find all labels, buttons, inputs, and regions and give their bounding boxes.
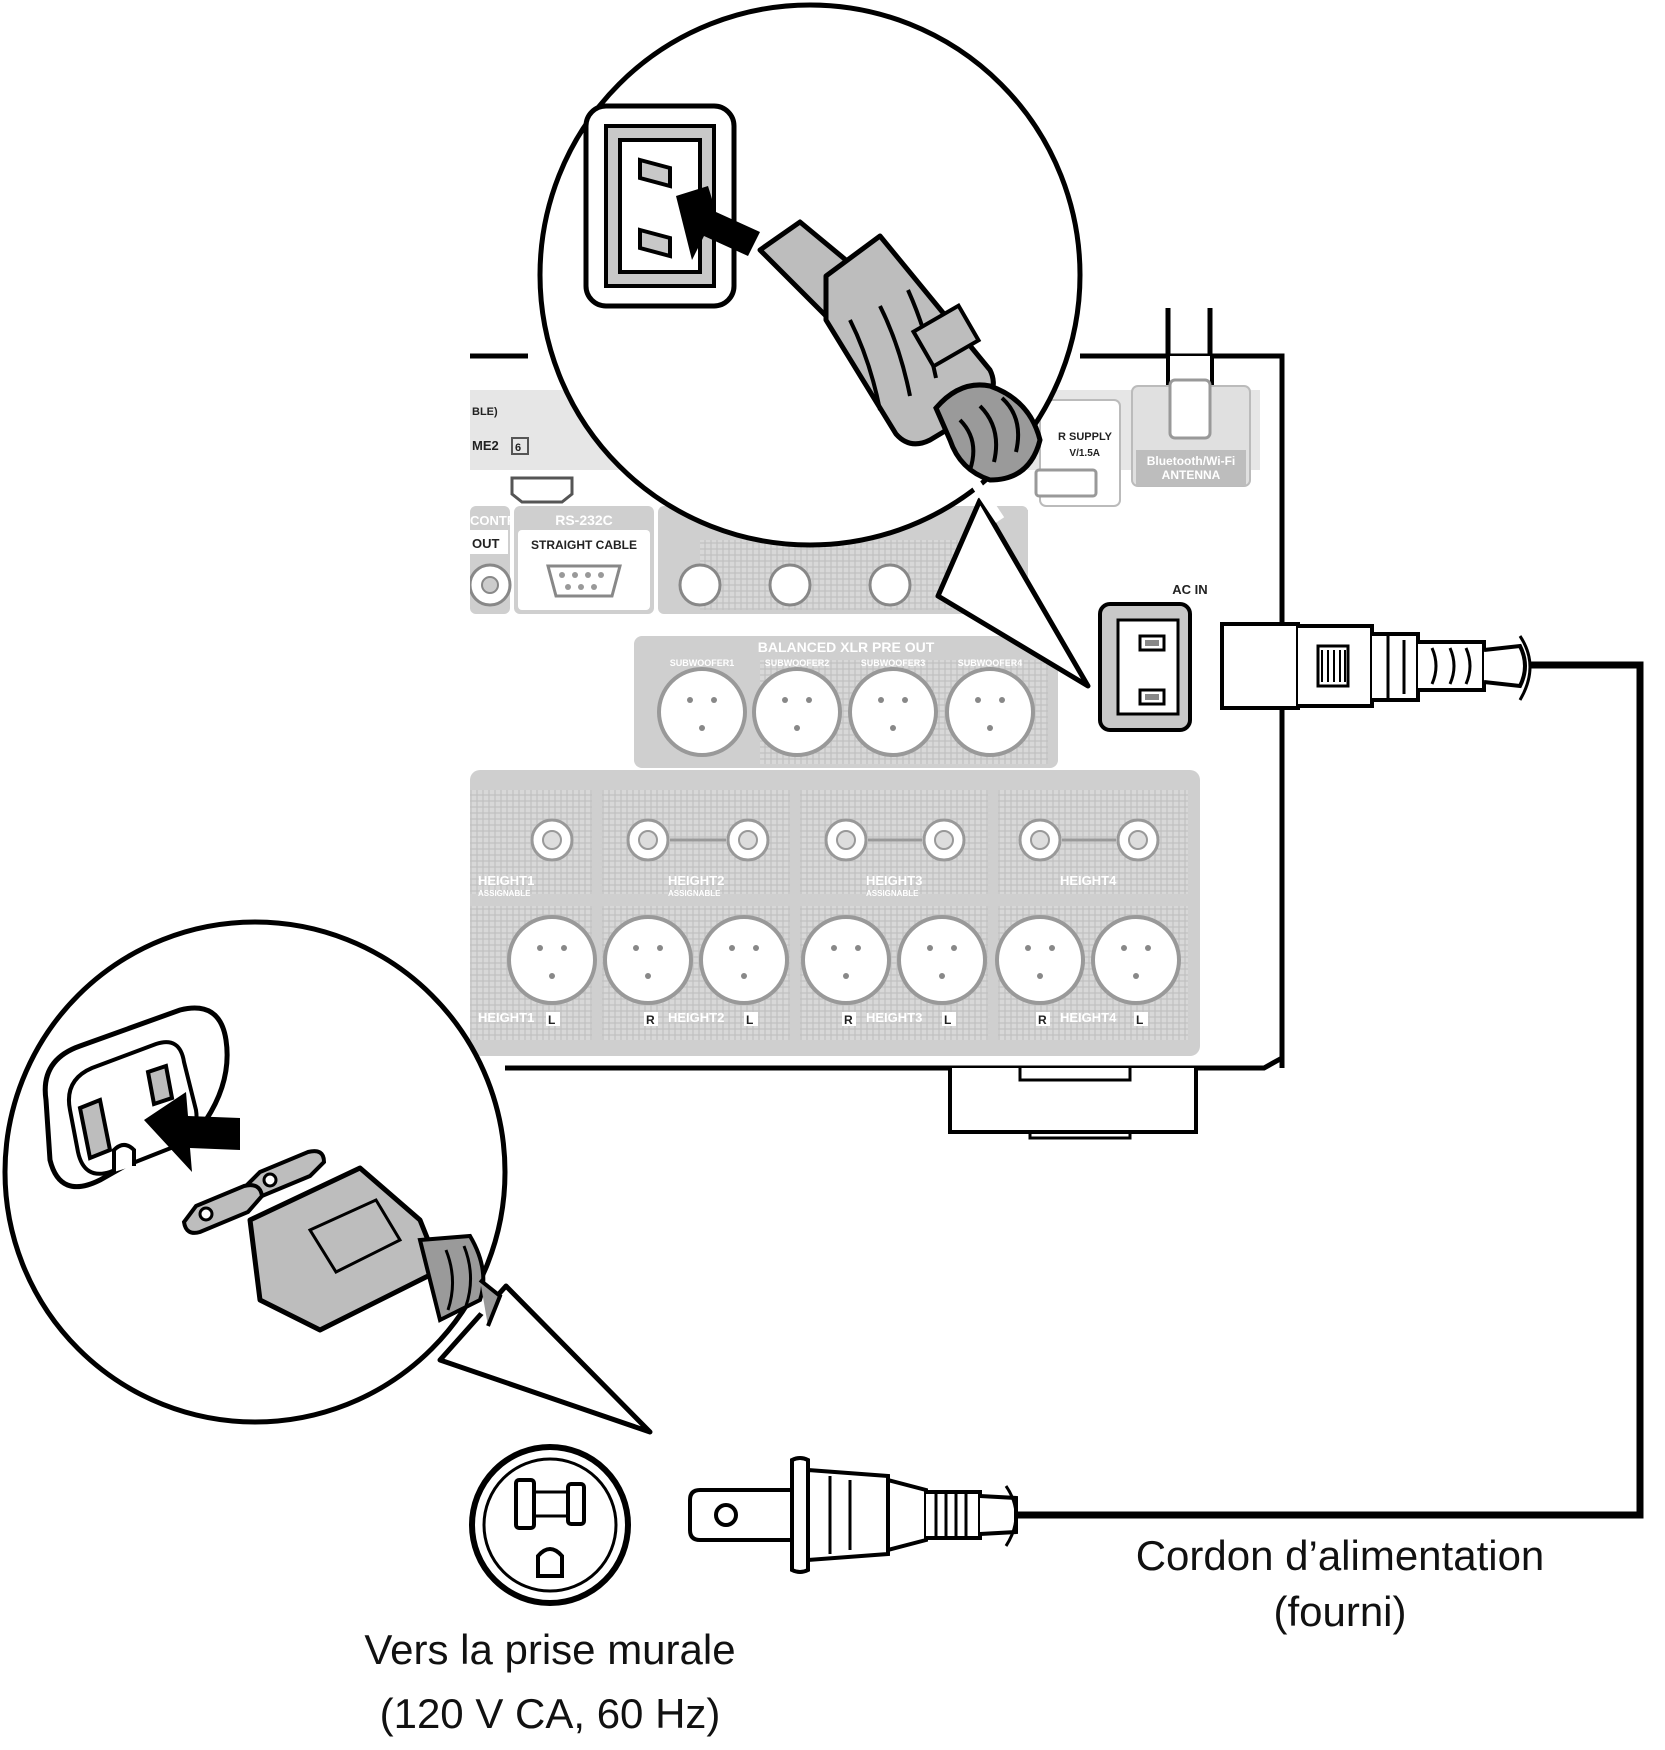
ac-plug-icon [688, 1456, 1018, 1574]
height1-label: HEIGHT1 [478, 873, 534, 888]
height2-label: HEIGHT2 [668, 873, 724, 888]
power-supply-label: R SUPPLY [1058, 431, 1113, 443]
height3-label: HEIGHT3 [866, 1010, 922, 1025]
xlr-connector [603, 915, 693, 1005]
height1-label: HEIGHT1 [478, 1010, 534, 1025]
wall-outlet-icon [469, 1444, 631, 1606]
rs232c-port-icon [546, 564, 622, 598]
hdmi-port-icon [510, 476, 574, 504]
height3-label: HEIGHT3 [866, 873, 922, 888]
out-label: OUT [472, 536, 500, 551]
balanced-xlr-pre-out-group: BALANCED XLR PRE OUT SUBWOOFER1 SUBWOOFE… [634, 636, 1058, 768]
xlr-connector [995, 915, 1085, 1005]
ac-in-zoom-callout [537, 2, 1091, 689]
left-channel-badge: L [548, 1013, 555, 1027]
wall-outlet-caption: Vers la prise murale (120 V CA, 60 Hz) [320, 1618, 780, 1746]
subwoofer3-label: SUBWOOFER3 [861, 658, 926, 668]
xlr-connector [657, 667, 747, 757]
assignable-label: ASSIGNABLE [866, 889, 919, 898]
right-channel-badge: R [1038, 1013, 1047, 1027]
zone-number: 6 [515, 442, 521, 454]
subwoofer4-label: SUBWOOFER4 [958, 658, 1023, 668]
xlr-connector [699, 915, 789, 1005]
height2-label: HEIGHT2 [668, 1010, 724, 1025]
antenna-label-line2: ANTENNA [1162, 468, 1221, 482]
subwoofer2-label: SUBWOOFER2 [765, 658, 830, 668]
wall-outlet-caption-line2: (120 V CA, 60 Hz) [379, 1690, 721, 1737]
insert-arrow-icon [676, 186, 760, 260]
iec-plug-icon [1220, 622, 1532, 710]
rs232c-label: RS-232C [555, 512, 613, 528]
power-cord-caption: Cordon d’alimentation (fourni) [1105, 1528, 1575, 1640]
assignable-label: ASSIGNABLE [478, 889, 531, 898]
power-cord-caption-line2: (fourni) [1273, 1588, 1407, 1635]
power-rating-label: V/1.5A [1069, 448, 1100, 459]
power-cord [688, 622, 1644, 1574]
antenna-label-line1: Bluetooth/Wi-Fi [1147, 454, 1236, 468]
xlr-connector [848, 667, 938, 757]
height-outputs-group: HEIGHT1 HEIGHT2 HEIGHT3 HEIGHT4 ASSIGNAB… [470, 770, 1200, 1056]
xlr-connector [1091, 915, 1181, 1005]
able-label: BLE) [472, 406, 498, 418]
height4-label: HEIGHT4 [1060, 873, 1117, 888]
power-cord-caption-line1: Cordon d’alimentation [1135, 1532, 1545, 1579]
antenna-icon: Bluetooth/Wi-Fi ANTENNA [1131, 308, 1251, 487]
left-channel-badge: L [746, 1013, 753, 1027]
xlr-connector [945, 667, 1035, 757]
right-channel-badge: R [646, 1013, 655, 1027]
iec-plug-icon [757, 219, 1043, 483]
xlr-connector [507, 915, 597, 1005]
zone-label: ME2 [472, 438, 499, 453]
xlr-connector [752, 667, 842, 757]
subwoofer1-label: SUBWOOFER1 [670, 658, 735, 668]
ac-in-label: AC IN [1172, 582, 1207, 597]
balanced-xlr-label: BALANCED XLR PRE OUT [758, 639, 935, 655]
insert-arrow-icon [144, 1092, 240, 1172]
ac-plug-icon [181, 1149, 503, 1333]
usb-port-icon [1034, 468, 1098, 498]
height4-label: HEIGHT4 [1060, 1010, 1117, 1025]
receiver-rear-panel: BLE) ME2 6 CONTROL OUT RS-232C STRAIGHT … [470, 308, 1285, 1140]
xlr-connector [897, 915, 987, 1005]
right-channel-badge: R [844, 1013, 853, 1027]
straight-cable-label: STRAIGHT CABLE [531, 538, 637, 552]
xlr-connector [801, 915, 891, 1005]
left-channel-badge: L [1136, 1013, 1143, 1027]
left-channel-badge: L [944, 1013, 951, 1027]
assignable-label: ASSIGNABLE [668, 889, 721, 898]
wall-outlet-caption-line1: Vers la prise murale [364, 1626, 736, 1673]
ac-inlet-icon: AC IN [1098, 582, 1208, 732]
wall-outlet-zoom-callout [2, 919, 653, 1435]
